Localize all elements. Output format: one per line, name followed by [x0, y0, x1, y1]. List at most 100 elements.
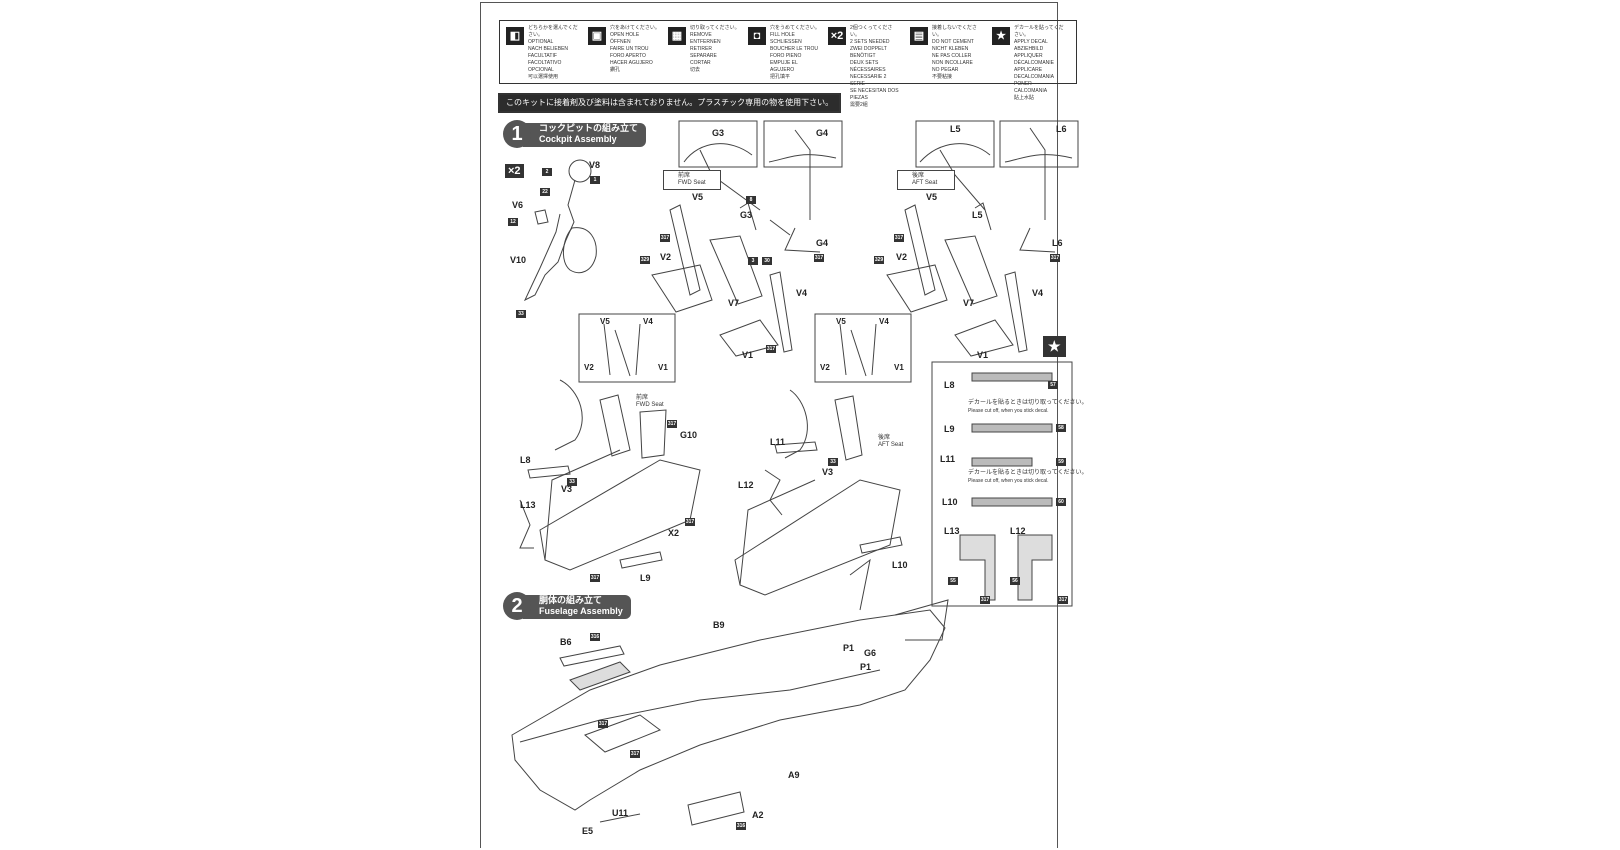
aft-seat-en-2: AFT Seat: [878, 442, 904, 448]
two-sets-icon: ×2: [828, 27, 846, 45]
inset-label-V5-aft: V5: [836, 317, 846, 326]
fwd-seat-jp: 前席: [678, 173, 691, 179]
inset-label-V2-aft: V2: [820, 363, 830, 372]
part-number-317-j: 317: [630, 750, 640, 758]
label-V3: V3: [561, 484, 573, 494]
part-number-317-i: 317: [598, 720, 608, 728]
fwd-cockpit-tub-drawing: [519, 379, 701, 571]
label-A2: A2: [752, 810, 764, 820]
label-U11: U11: [612, 808, 629, 818]
label-L5-b: L5: [972, 210, 983, 220]
decal-label-L12: L12: [1010, 526, 1026, 536]
inset-label-V1-aft: V1: [894, 363, 904, 372]
fwd-seat-drawing: [651, 202, 821, 357]
legend-do-not-cement: ▤ 接着しないでください。 DO NOT CEMENT NICHT KLEBEN…: [910, 25, 980, 81]
part-number-33-b: 33: [567, 478, 577, 486]
label-G4-b: G4: [816, 238, 829, 248]
label-V2-aft: V2: [896, 252, 908, 262]
open-hole-icon: ▣: [588, 27, 606, 45]
inset-label-V4: V4: [643, 317, 653, 326]
part-number-317: 317: [660, 234, 670, 242]
decal-panel: [931, 361, 1073, 607]
decal-note-jp: デカールを貼るときは切り取ってください。: [968, 400, 1088, 406]
aft-cockpit-tub-drawing: [734, 389, 903, 596]
legend-open-hole: ▣ 穴をあけてください。 OPEN HOLE ÖFFNEN FAIRE UN T…: [588, 25, 660, 81]
legend-two-sets: ×2 2個つくってください。 2 SETS NEEDED ZWEI DOPPEL…: [828, 25, 899, 108]
canopy-detail-insets: [678, 120, 1079, 220]
label-V5: V5: [692, 192, 704, 202]
part-number-317-h: 317: [685, 518, 695, 526]
fwd-seat-en-2: FWD Seat: [636, 402, 664, 408]
step-2-title: 胴体の組み立て Fuselage Assembly: [523, 595, 631, 619]
label-E5: E5: [582, 826, 594, 836]
fuselage-drawing: [511, 558, 949, 826]
part-number-3: 3: [748, 257, 758, 265]
label-V5-aft: V5: [926, 192, 938, 202]
part-number-12: 12: [508, 218, 518, 226]
decal-number-58: 58: [1056, 424, 1066, 432]
label-L12: L12: [738, 480, 754, 490]
label-V7-aft: V7: [963, 298, 975, 308]
part-number-1: 1: [590, 176, 600, 184]
legend-text: 穴をうめてください。 FILL HOLE SCHLIESSEN BOUCHER …: [770, 25, 820, 80]
cement-paint-note: このキットに接着剤及び塗料は含まれておりません。プラスチック専用の物を使用下さい…: [498, 93, 842, 113]
label-P1-b: P1: [860, 662, 872, 672]
part-number-2: 2: [542, 168, 552, 176]
part-number-316: 316: [590, 633, 600, 641]
decal-note-en-2: Please cut off, when you stick decal.: [968, 478, 1049, 484]
legend-text: どちらかを選んでください。 OPTIONAL NACH BELIEBEN FAC…: [528, 25, 578, 80]
fwd-seat-label-box: 前席 FWD Seat: [663, 170, 721, 190]
label-L5: L5: [950, 124, 961, 134]
legend-apply-decal: ★ デカールを貼ってください。 APPLY DECAL ABZIEHBILD A…: [992, 25, 1064, 101]
optional-icon: ◧: [506, 27, 524, 45]
aft-seat-inset: [814, 313, 912, 383]
step-1-title-jp: コックピットの組み立て: [539, 123, 639, 133]
legend-remove: ▦ 切り取ってください。 REMOVE ENTFERNEN RETIRER SE…: [668, 25, 740, 81]
aft-seat-jp-2: 後席: [878, 435, 891, 441]
decal-number-317a: 317: [980, 596, 990, 604]
decal-label-L10: L10: [942, 497, 958, 507]
part-number-316-b: 316: [736, 822, 746, 830]
decal-number-56: 56: [1010, 577, 1020, 585]
inset-label-V1: V1: [658, 363, 668, 372]
symbol-legend: ◧ どちらかを選んでください。 OPTIONAL NACH BELIEBEN F…: [499, 20, 1077, 108]
legend-text: 穴をあけてください。 OPEN HOLE ÖFFNEN FAIRE UN TRO…: [610, 25, 660, 73]
aft-seat-jp: 後席: [912, 173, 925, 179]
step-2-number: 2: [503, 592, 531, 620]
part-number-317-g: 317: [590, 574, 600, 582]
label-V8: V8: [589, 160, 601, 170]
part-number-22: 22: [540, 188, 550, 196]
part-number-33: 33: [516, 310, 526, 318]
step-1-header: コックピットの組み立て Cockpit Assembly 1: [503, 120, 647, 148]
part-number-317-b: 317: [814, 254, 824, 262]
step-1-title-en: Cockpit Assembly: [539, 134, 617, 144]
inset-label-V5: V5: [600, 317, 610, 326]
legend-text: デカールを貼ってください。 APPLY DECAL ABZIEHBILD APP…: [1014, 25, 1064, 101]
label-V1-aft: V1: [977, 350, 989, 360]
part-number-33-c: 33: [828, 458, 838, 466]
label-G3-b: G3: [740, 210, 753, 220]
step-2-title-en: Fuselage Assembly: [539, 606, 623, 616]
part-number-317-d: 317: [894, 234, 904, 242]
fill-hole-icon: ◘: [748, 27, 766, 45]
legend-text: 接着しないでください。 DO NOT CEMENT NICHT KLEBEN N…: [932, 25, 977, 80]
aft-seat-drawing: [886, 202, 1056, 357]
label-L6-b: L6: [1052, 238, 1063, 248]
label-V4: V4: [796, 288, 808, 298]
decal-number-60: 60: [1056, 498, 1066, 506]
part-number-317-e: 317: [1050, 254, 1060, 262]
label-V7: V7: [728, 298, 740, 308]
sheet-top-edge: [480, 2, 1058, 3]
inset-label-V2: V2: [584, 363, 594, 372]
legend-fill-hole: ◘ 穴をうめてください。 FILL HOLE SCHLIESSEN BOUCHE…: [748, 25, 820, 81]
aft-seat-en: AFT Seat: [912, 180, 938, 186]
fwd-seat-en: FWD Seat: [678, 180, 706, 186]
remove-icon: ▦: [668, 27, 686, 45]
legend-text: 切り取ってください。 REMOVE ENTFERNEN RETIRER SEPA…: [690, 25, 740, 73]
label-V3-aft: V3: [822, 467, 834, 477]
step-2-title-jp: 胴体の組み立て: [539, 595, 603, 605]
label-L9: L9: [640, 573, 651, 583]
label-B6: B6: [560, 637, 572, 647]
decal-label-L13: L13: [944, 526, 960, 536]
